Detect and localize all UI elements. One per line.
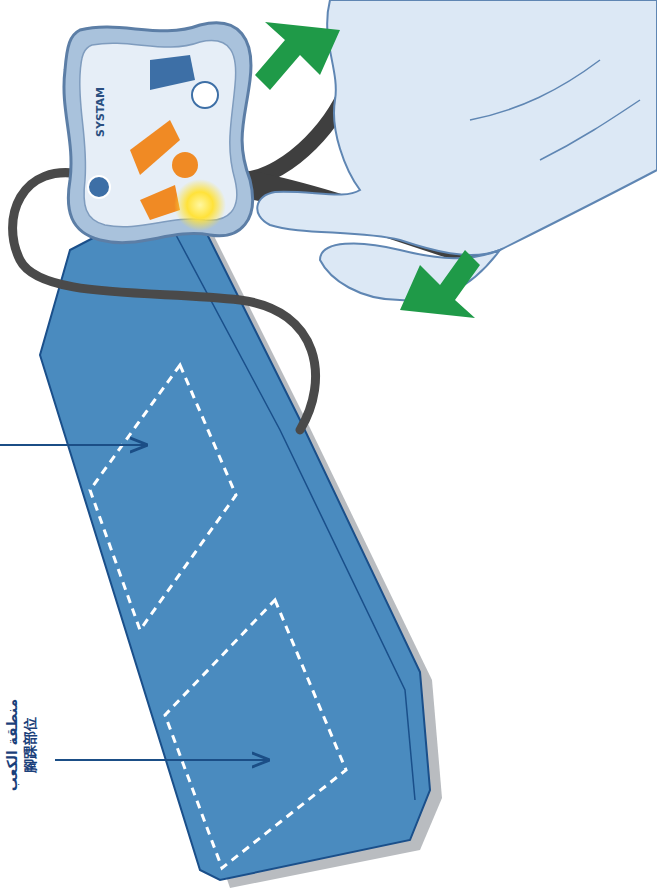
squeeze-arrow [255, 22, 340, 90]
hand-crease [470, 60, 640, 160]
cable-handle [245, 80, 350, 180]
brand-name: SYSTAM [95, 87, 106, 137]
zone-label: منطقة الكعب [5, 699, 19, 791]
leader-arrow [0, 444, 146, 446]
remote-body [64, 23, 253, 243]
leader-arrow [55, 759, 268, 761]
remote-button [192, 82, 218, 108]
remote-icon [150, 55, 195, 90]
remote-icon [130, 120, 180, 175]
squeeze-arrow [400, 250, 480, 318]
remote-button [172, 152, 198, 178]
zone-label: 腳踝部位 [23, 717, 37, 773]
zone-outline [90, 365, 236, 630]
remote-icon [140, 185, 180, 220]
indicator-glow [174, 179, 226, 231]
zone-outline [165, 600, 346, 868]
power-button [88, 176, 110, 198]
